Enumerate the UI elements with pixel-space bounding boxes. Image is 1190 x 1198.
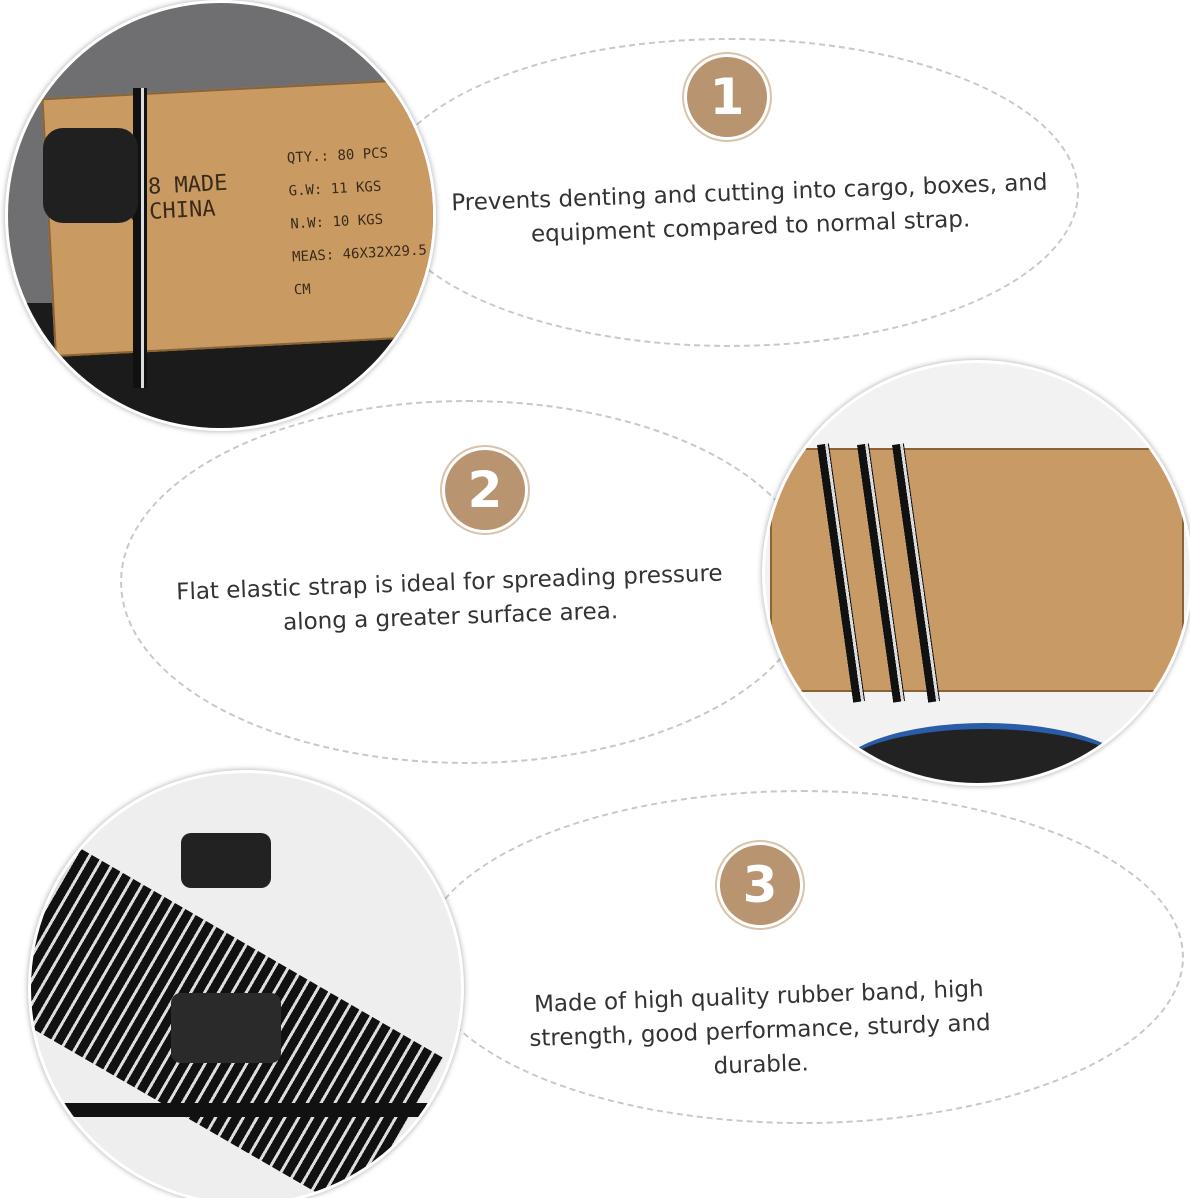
feature-3-text: Made of high quality rubber band, high s… bbox=[528, 976, 992, 1080]
feature-2-badge: 2 bbox=[445, 450, 525, 530]
photo-box-on-bike-rack bbox=[762, 360, 1190, 786]
photo-box-on-scooter: QTY.: 80 PCS G.W: 11 KGS N.W: 10 KGS MEA… bbox=[5, 0, 436, 431]
box-print-meas: MEAS: 46X32X29.5 CM bbox=[291, 242, 428, 299]
feature-1-badge: 1 bbox=[687, 57, 767, 137]
feature-3-badge: 3 bbox=[720, 845, 800, 925]
photo-strap-closeup bbox=[28, 770, 464, 1198]
